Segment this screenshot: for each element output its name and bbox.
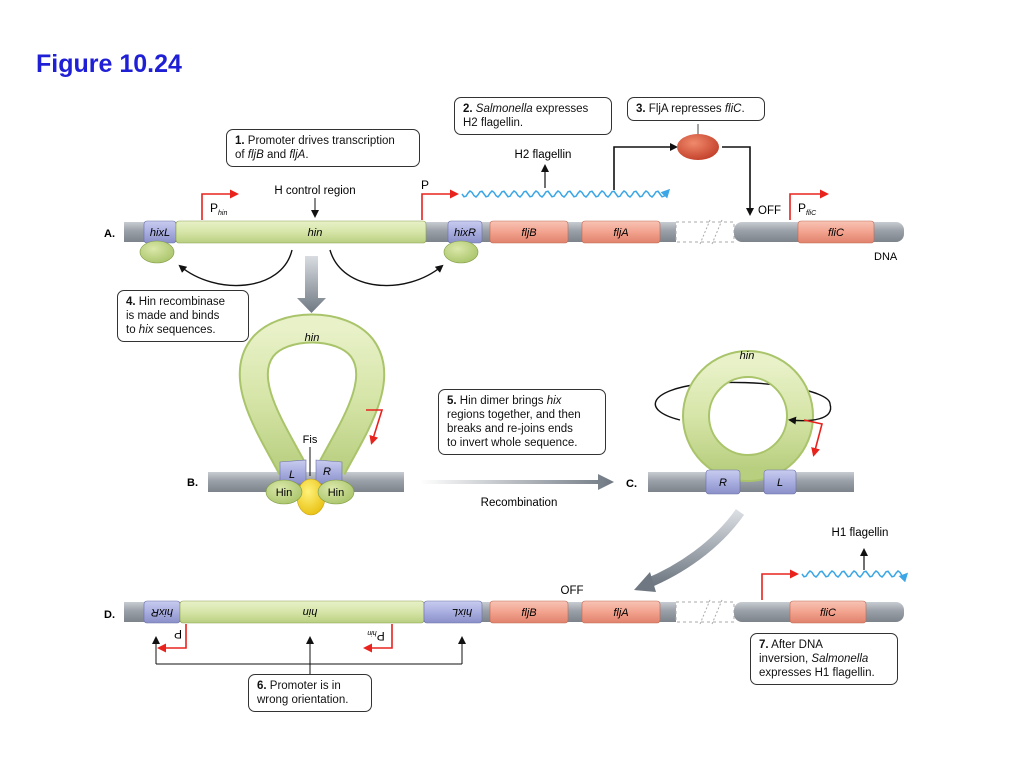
promoter-flic-active (761, 569, 799, 600)
h2-flagellin-label: H2 flagellin (515, 149, 572, 161)
row-d: D. hixR hin hixL fljB fljA fliC OFF P Ph… (104, 527, 909, 674)
h1-flagellin-label: H1 flagellin (832, 527, 889, 539)
promoter-hin-label: Phin (210, 201, 227, 217)
gene-label-fljb: fljB (521, 227, 536, 239)
gene-hixl-inverted (423, 600, 483, 624)
gene-label-hixr-inverted: hixR (151, 606, 173, 618)
hin-protein-hixr (443, 240, 479, 264)
hix-r-label-b: R (323, 466, 331, 478)
h-control-region-label: H control region (274, 185, 355, 197)
row-label-b: B. (187, 477, 198, 489)
hin-loop-label-b: hin (305, 332, 320, 344)
callout-7: 7. After DNA inversion, Salmonella expre… (750, 633, 898, 685)
promoter-p-inverted-label: P (174, 627, 182, 641)
gene-flja (581, 220, 661, 244)
row-b: B. hin L R Fis Hin Hin Recombination (187, 313, 614, 516)
gene-fljb (489, 220, 569, 244)
gene-label-flic: fliC (828, 227, 844, 239)
gene-label-hin: hin (308, 227, 323, 239)
dna-label: DNA (874, 251, 898, 263)
promoter-on-ring-c (803, 419, 823, 457)
flja-repressor-protein (677, 134, 719, 160)
callout-3: 3. FljA represses fliC. (627, 97, 765, 121)
hin-protein-hixl (139, 240, 175, 264)
row-a: A. hixL hin hixR fljB fljA fliC DNA Phin… (104, 124, 904, 313)
gene-flja-d (581, 600, 661, 624)
hix-l-label-c: L (777, 477, 783, 489)
flja-to-repressor-arrow (613, 143, 678, 190)
figure-title: Figure 10.24 (36, 50, 182, 78)
hin-protein-label-right: Hin (328, 487, 345, 499)
promoter-hin-inverted-arrow (363, 624, 393, 653)
off-label-d: OFF (561, 585, 584, 597)
rotation-arrow-front (788, 403, 832, 425)
promoter-on-loop-b (366, 409, 384, 445)
gene-hin (175, 220, 427, 244)
gene-label-flja-d: fljA (613, 607, 628, 619)
callout-4: 4. Hin recombinase is made and binds to … (117, 290, 249, 342)
hin-protein-right-b (317, 479, 355, 505)
fis-label: Fis (303, 434, 318, 446)
gene-label-hin-inverted: hin (303, 606, 318, 618)
callout-6: 6. Promoter is in wrong orientation. (248, 674, 372, 712)
gene-hin-inverted (179, 600, 425, 624)
row-label-a: A. (104, 228, 115, 240)
hin-protein-left-b (265, 479, 303, 505)
row-label-c: C. (626, 478, 637, 490)
gene-label-flja: fljA (613, 227, 628, 239)
hix-r-c (705, 469, 741, 495)
callout-2: 2. Salmonella expresses H2 flagellin. (454, 97, 612, 135)
gene-label-flic-d: fliC (820, 607, 836, 619)
hin-binding-arrow-right (329, 249, 444, 287)
recombination-label: Recombination (481, 497, 558, 509)
gene-label-hixr: hixR (454, 227, 476, 239)
off-label-a: OFF (758, 205, 781, 217)
row-label-d: D. (104, 609, 115, 621)
recombination-arrow (420, 474, 614, 490)
gene-label-hixl-inverted: hixL (452, 606, 472, 618)
promoter-hin-arrow (201, 189, 239, 220)
hix-r-label-c: R (719, 477, 727, 489)
row-c: C. hin R L (626, 350, 854, 592)
gene-label-hixl: hixL (150, 227, 170, 239)
callout-1: 1. Promoter drives transcription of fljB… (226, 129, 420, 167)
hix-l-c (763, 469, 797, 495)
gene-flic-d (789, 600, 867, 624)
promoter-flic-arrow (789, 189, 829, 220)
hin-binding-arrow-left (178, 249, 293, 287)
gene-flic (797, 220, 875, 244)
mrna-flic (801, 570, 909, 583)
promoter-p-label: P (421, 178, 429, 192)
gene-label-fljb-d: fljB (521, 607, 536, 619)
repressor-to-flic-arrow (722, 146, 754, 216)
transition-arrow-a-to-b (297, 256, 326, 313)
dna-strand-c (648, 472, 854, 492)
hin-protein-label-left: Hin (276, 487, 293, 499)
gene-fljb-d (489, 600, 569, 624)
promoter-flic-label: PfliC (798, 201, 817, 217)
callout-5: 5. Hin dimer brings hix regions together… (438, 389, 606, 455)
hix-l-label-b: L (289, 469, 295, 481)
hin-ring-label-c: hin (740, 350, 755, 362)
transition-arrow-c-to-d (644, 509, 745, 589)
promoter-p-inverted-arrow (157, 624, 187, 653)
promoter-p-arrow (421, 189, 459, 220)
mrna-fljb-flja (461, 188, 671, 199)
promoter-hin-inverted-label: Phin (367, 629, 384, 643)
